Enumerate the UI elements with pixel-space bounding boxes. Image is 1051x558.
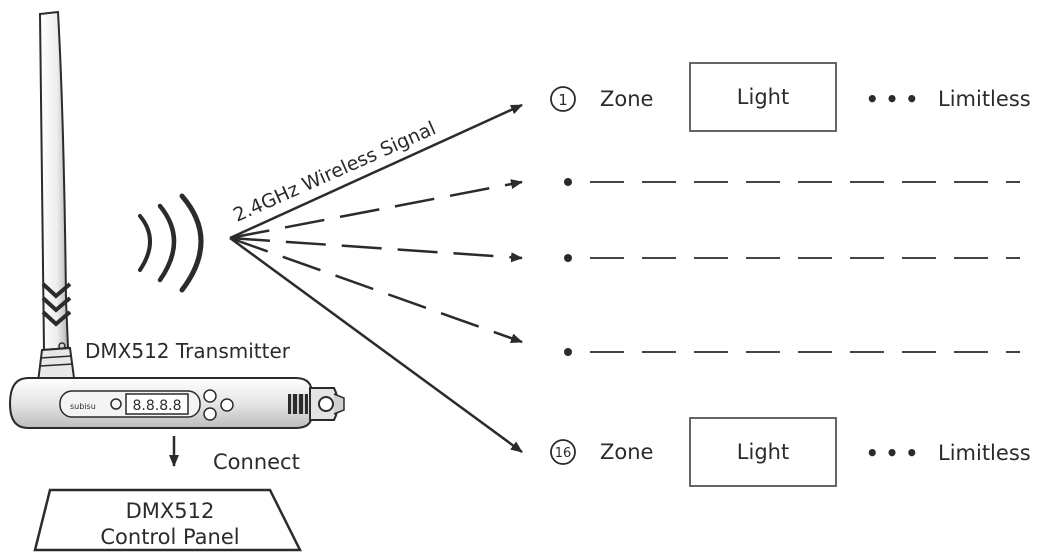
light-label: Light bbox=[737, 440, 789, 464]
zone-number-circle bbox=[550, 439, 576, 465]
signal-arrow-dashed-3 bbox=[229, 236, 523, 344]
signal-arrow-dashed-2 bbox=[229, 236, 523, 263]
signal-arrow-zone-16 bbox=[229, 236, 523, 454]
signal-arrows bbox=[229, 103, 523, 454]
light-box bbox=[689, 62, 837, 132]
transmitter-display-text: 8.8.8.8 bbox=[133, 398, 182, 414]
transmitter-brand-text: subisu bbox=[70, 402, 96, 411]
signal-label: 2.4GHz Wireless Signal bbox=[230, 117, 439, 226]
intermediate-zone-row bbox=[564, 178, 1020, 186]
zone-number-circle bbox=[550, 86, 576, 112]
ellipsis-dots: • • • bbox=[866, 87, 918, 111]
ellipsis-dots: • • • bbox=[866, 441, 918, 465]
intermediate-zones bbox=[564, 178, 1020, 356]
intermediate-zone-row bbox=[564, 348, 1020, 356]
zone-number: 16 bbox=[555, 446, 572, 461]
limitless-label: Limitless bbox=[938, 441, 1031, 465]
control-panel-line1: DMX512 bbox=[126, 499, 215, 523]
transmitter-label: DMX512 Transmitter bbox=[85, 339, 291, 363]
limitless-label: Limitless bbox=[938, 87, 1031, 111]
zone-row-16: 16 Zone Light • • • Limitless bbox=[550, 417, 1031, 487]
wireless-wave-icon bbox=[138, 193, 204, 293]
signal-arrow-dashed-1 bbox=[229, 179, 523, 240]
light-box bbox=[689, 417, 837, 487]
antenna bbox=[36, 10, 76, 384]
zone-number: 1 bbox=[558, 91, 568, 109]
zone-label: Zone bbox=[600, 440, 653, 464]
dmx512-transmitter: subisu 8.8.8.8 bbox=[8, 377, 345, 429]
control-panel-line2: Control Panel bbox=[100, 525, 239, 549]
zone-label: Zone bbox=[600, 87, 653, 111]
connect-label: Connect bbox=[213, 450, 300, 474]
light-label: Light bbox=[737, 85, 789, 109]
intermediate-zone-row bbox=[564, 254, 1020, 262]
dmx512-control-panel: DMX512 Control Panel bbox=[33, 488, 303, 552]
zone-row-1: 1 Zone Light • • • Limitless bbox=[550, 62, 1031, 132]
signal-arrow-zone-1 bbox=[229, 103, 523, 240]
